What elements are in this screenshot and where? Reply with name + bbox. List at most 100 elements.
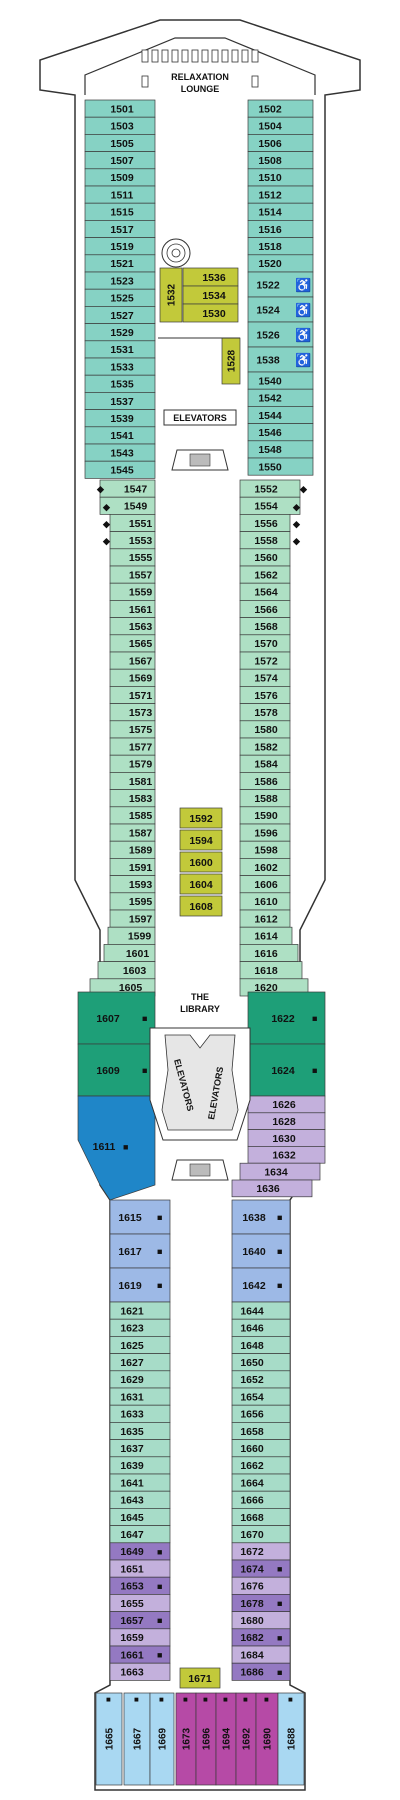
cabin-1538[interactable]: 1538♿ [247, 346, 314, 373]
cabin-1508[interactable]: 1508 [247, 151, 314, 170]
cabin-1565[interactable]: 1565 [109, 634, 156, 653]
cabin-1526[interactable]: 1526♿ [247, 321, 314, 348]
cabin-1545[interactable]: 1545 [84, 460, 156, 479]
cabin-1631[interactable]: 1631 [109, 1387, 171, 1406]
cabin-1533[interactable]: 1533 [84, 357, 156, 376]
cabin-1654[interactable]: 1654 [231, 1387, 291, 1406]
cabin-1682[interactable]: 1682■ [231, 1628, 291, 1647]
cabin-1596[interactable]: 1596 [239, 823, 291, 842]
cabin-1506[interactable]: 1506 [247, 134, 314, 152]
cabin-1577[interactable]: 1577 [109, 737, 156, 756]
cabin-1651[interactable]: 1651 [109, 1559, 171, 1578]
cabin-1622[interactable]: 1622■ [247, 991, 326, 1045]
cabin-1559[interactable]: 1559 [109, 582, 156, 601]
cabin-1661[interactable]: 1661■ [109, 1645, 171, 1664]
cabin-1634[interactable]: 1634 [239, 1162, 321, 1181]
cabin-1615[interactable]: 1615■ [109, 1199, 171, 1235]
cabin-1632[interactable]: 1632 [247, 1146, 326, 1164]
cabin-1514[interactable]: 1514 [247, 202, 314, 221]
cabin-1501[interactable]: 1501 [84, 99, 156, 118]
cabin-1680[interactable]: 1680 [231, 1611, 291, 1630]
cabin-1571[interactable]: 1571 [109, 686, 156, 704]
cabin-1522[interactable]: 1522♿ [247, 271, 314, 298]
cabin-1540[interactable]: 1540 [247, 371, 314, 390]
cabin-1647[interactable]: 1647 [109, 1525, 171, 1544]
cabin-1623[interactable]: 1623 [109, 1318, 171, 1337]
cabin-1516[interactable]: 1516 [247, 220, 314, 238]
cabin-1515[interactable]: 1515 [84, 202, 156, 221]
cabin-1554[interactable]: 1554 [239, 496, 301, 515]
cabin-1542[interactable]: 1542 [247, 388, 314, 407]
cabin-1518[interactable]: 1518 [247, 237, 314, 256]
cabin-1598[interactable]: 1598 [239, 840, 291, 859]
cabin-1582[interactable]: 1582 [239, 737, 291, 756]
cabin-1507[interactable]: 1507 [84, 151, 156, 170]
cabin-1580[interactable]: 1580 [239, 720, 291, 739]
cabin-1535[interactable]: 1535 [84, 374, 156, 393]
cabin-1574[interactable]: 1574 [239, 668, 291, 687]
cabin-1556[interactable]: 1556 [239, 514, 291, 532]
cabin-1504[interactable]: 1504 [247, 116, 314, 135]
cabin-1694[interactable]: 1694■ [215, 1692, 237, 1786]
cabin-1534[interactable]: 1534 [182, 285, 239, 305]
cabin-1524[interactable]: 1524♿ [247, 296, 314, 323]
cabin-1560[interactable]: 1560 [239, 548, 291, 567]
cabin-1639[interactable]: 1639 [109, 1456, 171, 1475]
cabin-1599[interactable]: 1599 [107, 926, 156, 945]
cabin-1563[interactable]: 1563 [109, 617, 156, 636]
cabin-1670[interactable]: 1670 [231, 1525, 291, 1544]
cabin-1520[interactable]: 1520 [247, 254, 314, 273]
cabin-1543[interactable]: 1543 [84, 443, 156, 462]
cabin-1618[interactable]: 1618 [239, 961, 303, 980]
cabin-1601[interactable]: 1601 [103, 944, 156, 962]
cabin-1688[interactable]: 1688■ [277, 1692, 305, 1786]
cabin-1610[interactable]: 1610 [239, 892, 291, 911]
cabin-1521[interactable]: 1521 [84, 254, 156, 273]
cabin-1672[interactable]: 1672 [231, 1542, 291, 1561]
cabin-1539[interactable]: 1539 [84, 409, 156, 428]
cabin-1653[interactable]: 1653■ [109, 1576, 171, 1595]
cabin-1561[interactable]: 1561 [109, 600, 156, 618]
cabin-1642[interactable]: 1642■ [231, 1267, 291, 1303]
cabin-1676[interactable]: 1676 [231, 1576, 291, 1595]
cabin-1678[interactable]: 1678■ [231, 1594, 291, 1612]
cabin-1552[interactable]: 1552 [239, 479, 301, 498]
cabin-1578[interactable]: 1578 [239, 703, 291, 722]
cabin-1614[interactable]: 1614 [239, 926, 293, 945]
cabin-1585[interactable]: 1585 [109, 806, 156, 825]
cabin-1579[interactable]: 1579 [109, 754, 156, 773]
cabin-1619[interactable]: 1619■ [109, 1267, 171, 1303]
cabin-1566[interactable]: 1566 [239, 600, 291, 618]
cabin-1621[interactable]: 1621 [109, 1301, 171, 1320]
cabin-1635[interactable]: 1635 [109, 1422, 171, 1440]
cabin-1692[interactable]: 1692■ [235, 1692, 257, 1786]
cabin-1659[interactable]: 1659 [109, 1628, 171, 1647]
cabin-1637[interactable]: 1637 [109, 1439, 171, 1458]
cabin-1564[interactable]: 1564 [239, 582, 291, 601]
cabin-1609[interactable]: 1609■ [77, 1043, 156, 1097]
cabin-1625[interactable]: 1625 [109, 1336, 171, 1354]
cabin-1626[interactable]: 1626 [247, 1095, 326, 1114]
cabin-1603[interactable]: 1603 [97, 961, 156, 980]
cabin-1523[interactable]: 1523 [84, 271, 156, 290]
cabin-1549[interactable]: 1549 [99, 496, 156, 515]
cabin-1593[interactable]: 1593 [109, 875, 156, 894]
cabin-1551[interactable]: 1551 [109, 514, 156, 532]
cabin-1595[interactable]: 1595 [109, 892, 156, 911]
cabin-1589[interactable]: 1589 [109, 840, 156, 859]
cabin-1657[interactable]: 1657■ [109, 1611, 171, 1630]
cabin-1640[interactable]: 1640■ [231, 1233, 291, 1269]
cabin-1569[interactable]: 1569 [109, 668, 156, 687]
cabin-1643[interactable]: 1643 [109, 1490, 171, 1509]
cabin-1606[interactable]: 1606 [239, 875, 291, 894]
cabin-1590[interactable]: 1590 [239, 806, 291, 825]
cabin-1674[interactable]: 1674■ [231, 1559, 291, 1578]
cabin-1644[interactable]: 1644 [231, 1301, 291, 1320]
cabin-1636[interactable]: 1636 [231, 1179, 313, 1198]
cabin-1570[interactable]: 1570 [239, 634, 291, 653]
cabin-1690[interactable]: 1690■ [255, 1692, 279, 1786]
cabin-1562[interactable]: 1562 [239, 565, 291, 584]
cabin-1617[interactable]: 1617■ [109, 1233, 171, 1269]
cabin-1641[interactable]: 1641 [109, 1473, 171, 1492]
cabin-1666[interactable]: 1666 [231, 1490, 291, 1509]
